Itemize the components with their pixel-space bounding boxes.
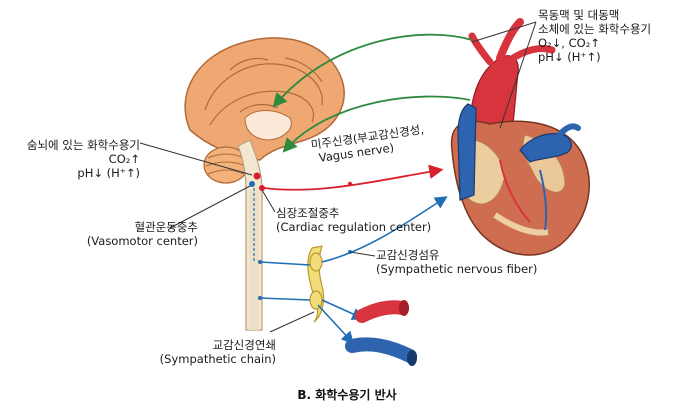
artery-segment <box>355 300 409 323</box>
afferent-arrow-carotid <box>272 33 473 108</box>
chain-label-line2: (Sympathetic chain) <box>159 352 276 366</box>
cardiac-label-line1: 심장조절중추 <box>276 206 340 220</box>
receptor-pointer-line <box>471 21 537 43</box>
medulla-leader-line <box>139 142 253 176</box>
sympathetic-fiber-to-vein <box>317 304 355 345</box>
cardiac-center-label: 심장조절중추 (Cardiac regulation center) <box>276 206 431 234</box>
vasomotor-leader-line <box>169 185 251 229</box>
vagus-synapse-dot <box>347 181 353 187</box>
vasomotor-center-label: 혈관운동중추 (Vasomotor center) <box>70 220 198 248</box>
cardiac-leader-line <box>261 189 276 213</box>
aortic-carotid-label-line2: 소체에 있는 화학수용기 <box>538 22 652 36</box>
fiber-leader-line <box>349 251 376 257</box>
vasomotor-center-dot <box>249 181 255 187</box>
medulla-label-line2: CO₂↑ <box>108 152 140 166</box>
sympathetic-preganglionic-upper <box>259 261 311 266</box>
sympathetic-fiber-label: 교감신경섬유 (Sympathetic nervous fiber) <box>376 248 537 276</box>
fiber-label-line2: (Sympathetic nervous fiber) <box>376 262 538 276</box>
vagus-terminal-dot <box>429 169 435 175</box>
receptor-pointer-line-2 <box>499 21 537 129</box>
aortic-carotid-label-line1: 목동맥 및 대동맥 <box>538 8 620 22</box>
receptor-label-medulla: 숨뇌에 있는 화학수용기 CO₂↑ pH↓ (H⁺↑) <box>6 138 140 180</box>
vasomotor-label-line1: 혈관운동중추 <box>134 220 198 234</box>
heart <box>450 18 590 256</box>
medulla-label-line1: 숨뇌에 있는 화학수용기 <box>26 138 140 152</box>
fiber-label-line1: 교감신경섬유 <box>376 248 440 262</box>
aortic-carotid-label-line3: O₂↓, CO₂↑ <box>538 36 600 50</box>
medulla-label-line3: pH↓ (H⁺↑) <box>77 166 140 180</box>
cardiac-center-dot <box>259 185 265 191</box>
receptor-label-aortic-carotid: 목동맥 및 대동맥 소체에 있는 화학수용기 O₂↓, CO₂↑ pH↓ (H⁺… <box>538 8 651 64</box>
vein-segment <box>345 337 417 366</box>
sympathetic-preganglionic-lower <box>259 297 311 301</box>
sympathetic-fiber-to-heart <box>321 196 448 263</box>
figure-caption: B. 화학수용기 반사 <box>297 388 397 402</box>
vagus-efferent-arrow <box>263 164 444 191</box>
chain-leader-line <box>269 311 315 333</box>
vasomotor-label-line2: (Vasomotor center) <box>86 234 198 248</box>
aortic-carotid-label-line4: pH↓ (H⁺↑) <box>538 50 601 64</box>
chain-label-line1: 교감신경연쇄 <box>212 338 276 352</box>
medulla-chemoreceptor-dot <box>253 172 261 180</box>
afferent-arrow-aortic <box>282 95 471 153</box>
cardiac-label-line2: (Cardiac regulation center) <box>276 220 432 234</box>
sympathetic-chain-label: 교감신경연쇄 (Sympathetic chain) <box>150 338 276 366</box>
